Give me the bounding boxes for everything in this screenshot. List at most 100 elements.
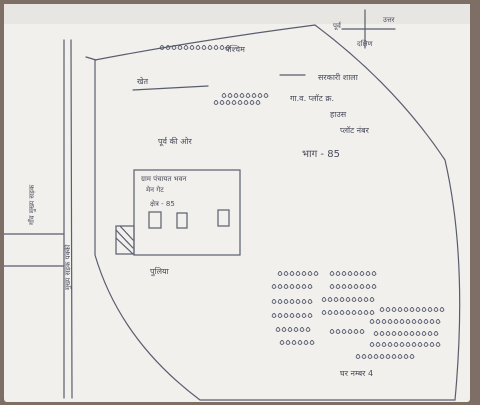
area-label: भाग - 85 <box>302 149 340 160</box>
scribble-mark <box>435 319 441 324</box>
scribble-mark <box>277 313 283 318</box>
scribble-mark <box>359 271 365 276</box>
scribble-mark <box>289 284 295 289</box>
scribble-mark <box>435 342 441 347</box>
building-window-3 <box>217 209 230 227</box>
scribble-mark <box>301 299 307 304</box>
scribble-mark <box>225 100 231 105</box>
building-window-2 <box>176 212 188 229</box>
scribble-mark <box>361 354 367 359</box>
scribble-mark <box>295 284 301 289</box>
scribble-mark <box>427 307 433 312</box>
scribble-mark <box>353 329 359 334</box>
scribble-mark <box>415 307 421 312</box>
scribble-mark <box>237 100 243 105</box>
scribble-mark <box>301 284 307 289</box>
scribble-mark <box>159 45 165 50</box>
scribble-mark <box>369 310 375 315</box>
building-window-1 <box>148 211 162 229</box>
road-left-label: गाँव मुख्य सड़क <box>27 184 36 225</box>
scribble-mark <box>165 45 171 50</box>
compass-south: दक्षिण <box>357 39 374 48</box>
scribble-mark <box>379 354 385 359</box>
scribble-mark <box>309 340 315 345</box>
scribble-mark <box>403 307 409 312</box>
scribble-mark <box>359 284 365 289</box>
scribble-mark <box>385 354 391 359</box>
scribble-mark <box>365 271 371 276</box>
scribble-mark <box>345 297 351 302</box>
scribble-mark <box>397 307 403 312</box>
top-label: पश्चिम <box>225 44 245 54</box>
bottom-note: घर नम्बर 4 <box>340 369 373 378</box>
scribble-mark <box>381 342 387 347</box>
scribble-mark <box>277 284 283 289</box>
scribble-mark <box>277 299 283 304</box>
scribble-mark <box>369 342 375 347</box>
scribble-mark <box>393 342 399 347</box>
scribble-mark <box>213 45 219 50</box>
scribble-mark <box>329 329 335 334</box>
scribble-mark <box>379 331 385 336</box>
scribble-mark <box>345 310 351 315</box>
scribble-mark <box>293 327 299 332</box>
scribble-mark <box>339 310 345 315</box>
scribble-mark <box>307 284 313 289</box>
scribble-mark <box>329 284 335 289</box>
scribble-mark <box>409 331 415 336</box>
scribble-mark <box>427 331 433 336</box>
scribble-mark <box>335 284 341 289</box>
plot-boundary <box>94 24 461 401</box>
scribble-mark <box>409 307 415 312</box>
scribble-mark <box>255 100 261 105</box>
scribble-mark <box>415 331 421 336</box>
scribble-mark <box>313 271 319 276</box>
scribble-mark <box>385 307 391 312</box>
scribble-mark <box>363 297 369 302</box>
scribble-mark <box>429 319 435 324</box>
compass-north: उत्तर <box>383 16 395 24</box>
scribble-mark <box>283 284 289 289</box>
scribble-mark <box>177 45 183 50</box>
scribble-mark <box>301 271 307 276</box>
scribble-mark <box>355 354 361 359</box>
paper-sheet <box>4 4 470 402</box>
scribble-mark <box>433 307 439 312</box>
scribble-mark <box>391 331 397 336</box>
scribble-mark <box>421 331 427 336</box>
scribble-mark <box>227 93 233 98</box>
scribble-mark <box>321 310 327 315</box>
scribble-mark <box>207 45 213 50</box>
scribble-mark <box>411 342 417 347</box>
scribble-mark <box>387 342 393 347</box>
scribble-mark <box>363 310 369 315</box>
scribble-mark <box>297 340 303 345</box>
scribble-mark <box>277 271 283 276</box>
scribble-mark <box>257 93 263 98</box>
scribble-mark <box>367 354 373 359</box>
scribble-mark <box>381 319 387 324</box>
scribble-mark <box>403 354 409 359</box>
scribble-mark <box>397 354 403 359</box>
scribble-mark <box>373 354 379 359</box>
scribble-mark <box>439 307 445 312</box>
scribble-mark <box>307 313 313 318</box>
road-mid-label: मुख्य सड़क पक्की <box>63 244 72 290</box>
scribble-mark <box>371 284 377 289</box>
scribble-mark <box>347 271 353 276</box>
right-line-1: सरकारी शाला <box>318 72 359 82</box>
scribble-mark <box>285 340 291 345</box>
scribble-mark <box>357 297 363 302</box>
right-line-4: प्लॉट नंबर <box>340 126 370 135</box>
building-line-2: मेन गेट <box>146 185 164 194</box>
scribble-marks <box>159 45 445 359</box>
scribble-mark <box>379 307 385 312</box>
scribble-mark <box>393 319 399 324</box>
scribble-mark <box>351 310 357 315</box>
scribble-mark <box>307 299 313 304</box>
right-line-3: हाउस <box>330 110 347 119</box>
scribble-mark <box>231 100 237 105</box>
scribble-mark <box>249 100 255 105</box>
scribble-mark <box>305 327 311 332</box>
scribble-mark <box>299 327 305 332</box>
